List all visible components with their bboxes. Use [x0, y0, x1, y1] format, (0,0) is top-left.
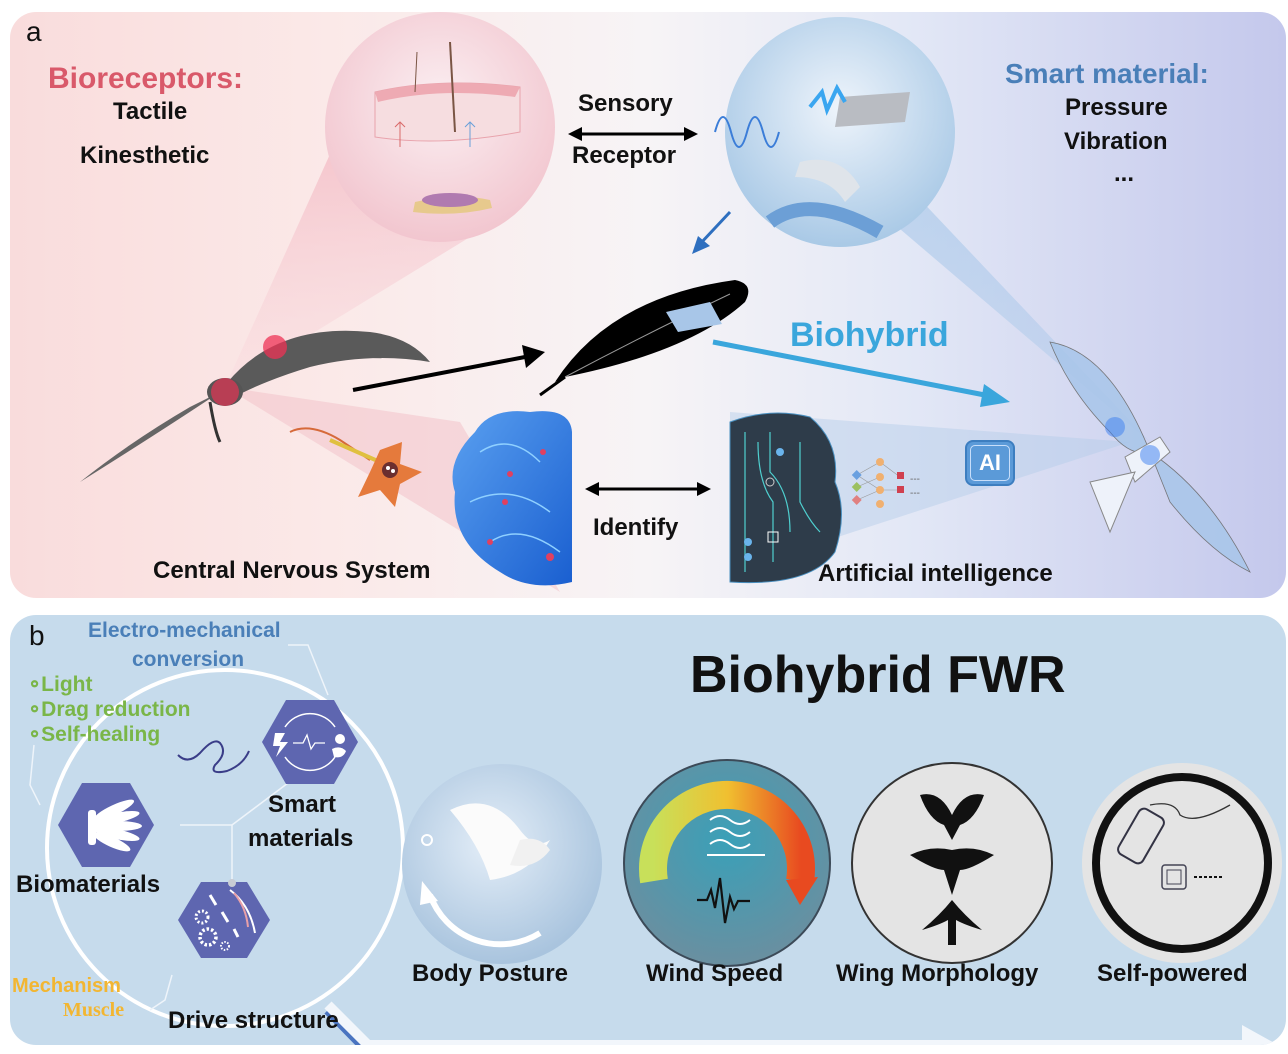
- panel-a: --- --- a Bioreceptors: Tactile Kinesthe…: [10, 12, 1286, 598]
- panel-label-a: a: [26, 16, 42, 47]
- capability-wing-morphology: Wing Morphology: [836, 960, 1039, 987]
- gears-muscle-icon: [194, 889, 256, 951]
- artificial-intelligence-label: Artificial intelligence: [818, 560, 1053, 587]
- svg-text:---: ---: [910, 488, 920, 499]
- mechanism-label: Mechanism: [12, 975, 121, 997]
- smart-material-title: Smart material:: [1005, 58, 1209, 89]
- electro-mechanical-line1: Electro-mechanical: [88, 619, 281, 642]
- materials-ring: [45, 668, 405, 1028]
- neuron-icon: [289, 427, 422, 507]
- property-light-text: Light: [41, 673, 93, 696]
- smart-material-pressure: Pressure: [1065, 94, 1168, 121]
- squiggle-decor: [177, 740, 250, 774]
- bioreceptors-title: Bioreceptors:: [48, 62, 244, 95]
- receptor-label: Receptor: [572, 142, 677, 169]
- property-light: ∘Light: [28, 672, 92, 697]
- capability-wind-speed: Wind Speed: [646, 960, 784, 987]
- wind-speed-icon: [623, 759, 831, 967]
- skin-cross-section-icon: [325, 12, 555, 242]
- ai-badge: AI: [965, 440, 1015, 486]
- panel-b-decor: [29, 644, 1282, 1045]
- self-powered-icon: [1082, 763, 1282, 963]
- sensory-receptor-arrow: [568, 127, 698, 141]
- property-drag-reduction: ∘Drag reduction: [28, 697, 191, 722]
- panel-b: b Biohybrid FWR Electro-mechanical conve…: [10, 615, 1286, 1045]
- property-self-healing-text: Self-healing: [41, 723, 161, 746]
- wing-morphology-icon: [851, 762, 1053, 964]
- progress-arrow: [324, 1001, 1278, 1045]
- biohybrid-label: Biohybrid: [790, 316, 949, 354]
- brain-icon: [452, 411, 572, 586]
- bullet-icon: ∘: [28, 723, 42, 746]
- panel-a-decor: --- ---: [80, 12, 1251, 592]
- body-posture-icon: [402, 764, 602, 964]
- hexagon-smart-materials: [262, 700, 358, 784]
- neural-network-icon: --- ---: [851, 458, 920, 508]
- bullet-icon: ∘: [28, 698, 42, 721]
- biohybrid-arrow: [712, 339, 1010, 407]
- electro-mechanical-line2: conversion: [132, 648, 245, 671]
- black-arrow: [352, 345, 545, 392]
- bird-icon: [80, 330, 430, 482]
- biomaterials-label: Biomaterials: [16, 871, 161, 898]
- smart-material-vibration: Vibration: [1064, 128, 1168, 155]
- connector-lines: [29, 644, 329, 1011]
- smart-materials-label-line1: Smart: [268, 791, 337, 818]
- smart-materials-label-line2: materials: [248, 825, 354, 852]
- ai-badge-inner: AI: [970, 445, 1010, 481]
- robot-bird-icon: [1049, 341, 1251, 573]
- blue-pointer-arrow: [692, 210, 732, 254]
- smart-material-more: ...: [1114, 160, 1135, 187]
- circuit-brain-icon: [729, 412, 842, 584]
- bioreceptor-kinesthetic: Kinesthetic: [80, 142, 210, 169]
- capability-body-posture: Body Posture: [412, 960, 569, 987]
- feathers-icon: [88, 799, 142, 852]
- fwr-title: Biohybrid FWR: [690, 646, 1066, 704]
- smart-material-film-icon: [714, 17, 955, 247]
- property-drag-text: Drag reduction: [41, 698, 191, 721]
- drive-structure-label: Drive structure: [168, 1007, 339, 1034]
- bioreceptor-tactile: Tactile: [113, 98, 188, 125]
- muscle-label: Muscle: [63, 999, 125, 1021]
- hexagon-biomaterials: [58, 783, 154, 867]
- capability-self-powered: Self-powered: [1097, 960, 1248, 987]
- sensory-label: Sensory: [578, 90, 673, 117]
- bullet-icon: ∘: [28, 673, 42, 696]
- hexagon-drive-structure: [178, 882, 270, 958]
- svg-text:---: ---: [910, 474, 920, 485]
- panel-label-b: b: [29, 620, 45, 651]
- central-nervous-system-label: Central Nervous System: [153, 557, 431, 584]
- feather-icon: [539, 280, 749, 397]
- energy-conversion-icon: [273, 712, 346, 772]
- identify-label: Identify: [593, 514, 679, 541]
- property-self-healing: ∘Self-healing: [28, 722, 160, 747]
- identify-arrow: [585, 482, 711, 496]
